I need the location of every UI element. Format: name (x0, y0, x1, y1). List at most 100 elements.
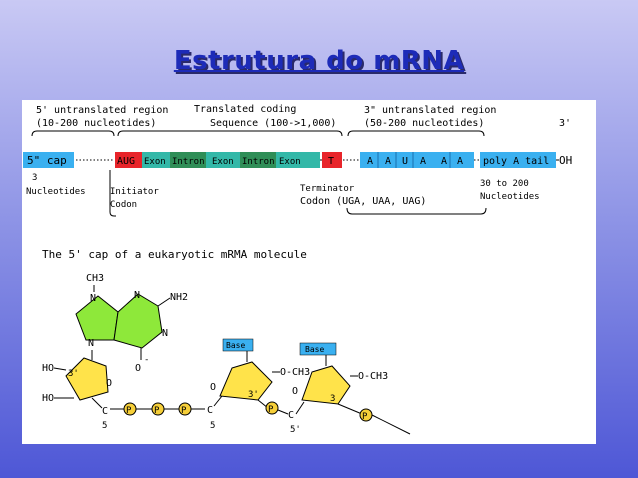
cap-minus: - (144, 355, 149, 365)
ho-upper-bond (53, 367, 67, 371)
sugar-2-three-prime: 3' (248, 390, 259, 400)
cap-carbonyl-o: O (135, 363, 141, 374)
phosphate-1 (123, 402, 137, 416)
terminator-label: Terminator (300, 184, 355, 194)
initiator-codon: Codon (110, 200, 137, 210)
c2-label: C (207, 405, 213, 416)
aug-label: AUG (117, 156, 135, 167)
cap-label: 5" cap (27, 154, 67, 167)
intron-2 (240, 152, 276, 168)
initiator-label: Initiator (110, 187, 159, 197)
ho-lower: HO (42, 393, 54, 404)
exon-2 (206, 152, 240, 168)
diagram-panel: 5' untranslated region (10-200 nucleotid… (22, 100, 596, 444)
intron-1-label: Intron (172, 157, 205, 167)
ho-upper: HO (42, 363, 54, 374)
guanine-six-ring (113, 293, 163, 349)
sugar-3-ring-o: O (292, 386, 298, 397)
base-2-label: Base (226, 341, 245, 350)
five-3-label: 5' (290, 425, 301, 435)
five-1-label: 5 (102, 421, 107, 431)
cap-nh2: NH2 (170, 292, 188, 303)
cap-n-bottom: N (88, 338, 94, 349)
phosphate-3 (178, 402, 192, 416)
utr-base-5: A (441, 156, 447, 167)
cap-n-right: N (162, 328, 168, 339)
cap-structure-heading: The 5' cap of a eukaryotic mRMA molecule (42, 248, 307, 261)
phosphate-2-label: P (154, 406, 160, 416)
och3-1-label: O-CH3 (280, 367, 310, 378)
intron-2-label: Intron (242, 157, 275, 167)
phosphate-1-label: P (126, 406, 132, 416)
utr-base-6: A (457, 156, 463, 167)
terminator-box-label: T (328, 156, 334, 167)
exon-3 (276, 152, 320, 168)
chain-continuation (371, 414, 411, 435)
poly-a-box (480, 152, 556, 168)
cap-ch3: CH3 (86, 273, 104, 284)
exon-3-label: Exon (279, 157, 301, 167)
nh2-bond (157, 297, 171, 307)
utr-base-3: U (402, 156, 408, 167)
intron-1 (170, 152, 206, 168)
c5-bond-3 (295, 401, 305, 415)
utr-base-1: A (367, 156, 373, 167)
three-utr-brace (347, 130, 485, 137)
terminator-codons: Codon (UGA, UAA, UAG) (300, 196, 426, 207)
cap-note-count: 3 (32, 173, 37, 183)
three-prime-label: 3' (559, 118, 571, 129)
five-utr-label: 5' untranslated region (36, 105, 168, 116)
oh-label: OH (559, 154, 572, 167)
utr-bases: A A U A A A (367, 156, 463, 167)
exon-2-label: Exon (212, 157, 234, 167)
c5-bond-1 (91, 397, 103, 409)
sugar-2-ring-o: O (210, 382, 216, 393)
phosphate-2 (151, 402, 165, 416)
phosphate-4-label: P (268, 405, 274, 415)
base-2-box (222, 338, 254, 352)
initiator-brace (109, 170, 116, 217)
sugar-1 (65, 357, 109, 401)
coding-size: Sequence (100->1,000) (210, 118, 336, 129)
sugar-1-ring-o: O (106, 378, 112, 389)
phosphate-4 (265, 401, 279, 415)
sugar-2 (219, 361, 273, 401)
guanine-five-ring (75, 295, 119, 341)
utr-base-2: A (385, 156, 391, 167)
coding-label: Translated coding (194, 104, 296, 115)
sugar-3-three: 3 (330, 394, 335, 404)
cap-note-unit: Nucleotides (26, 187, 86, 197)
tail-note-unit: Nucleotides (480, 192, 540, 202)
base-3-box (299, 342, 337, 356)
tail-note-count: 30 to 200 (480, 179, 529, 189)
c5-bond-2 (213, 395, 223, 407)
terminator-brace (346, 207, 487, 215)
phosphate-4-out (277, 409, 289, 415)
aug-box (115, 152, 142, 168)
base-3-label: Base (305, 345, 324, 354)
cap-n-methyl: N (90, 293, 96, 304)
sugar-1-three-prime: 3' (68, 369, 79, 379)
och3-2-label: O-CH3 (358, 371, 388, 382)
cap-n-top: N (134, 290, 140, 301)
c3-label: C (288, 410, 294, 421)
three-utr-size: (50-200 nucleotides) (364, 118, 484, 129)
slide-title: Estrutura do mRNA (173, 46, 465, 76)
phosphate-5-label: P (362, 412, 368, 422)
sugar-3 (301, 365, 351, 405)
exon-1-label: Exon (144, 157, 166, 167)
five-utr-size: (10-200 nucleotides) (36, 118, 156, 129)
mrna-diagram: 5' untranslated region (10-200 nucleotid… (23, 104, 572, 435)
utr-base-4: A (420, 156, 426, 167)
phosphate-5-bond (337, 403, 363, 415)
cap-box (23, 152, 74, 168)
c1-label: C (102, 406, 108, 417)
poly-a-label: poly A tail (483, 156, 549, 167)
exon-1 (142, 152, 170, 168)
three-utr-box (360, 152, 474, 168)
terminator-box (322, 152, 342, 168)
coding-brace (117, 130, 343, 137)
three-utr-label: 3" untranslated region (364, 105, 496, 116)
five-utr-brace (31, 130, 115, 137)
phosphate-3-label: P (181, 406, 187, 416)
